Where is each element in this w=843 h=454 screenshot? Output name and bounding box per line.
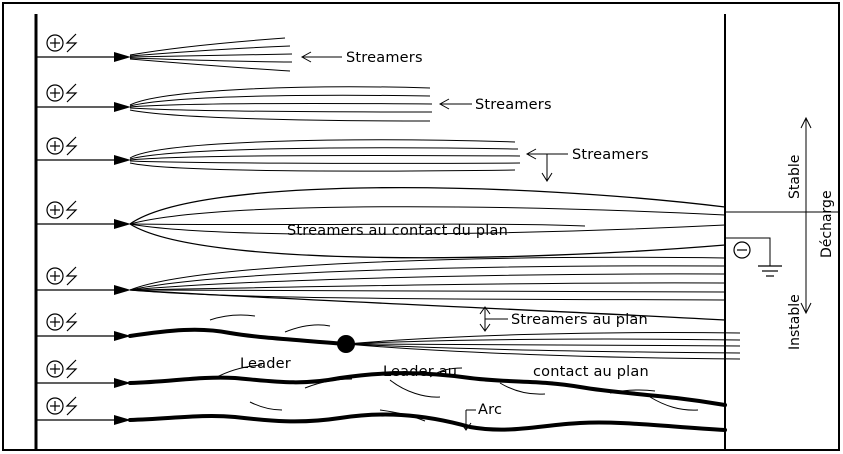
rod-tip-arrowhead <box>114 155 131 165</box>
label-streamers-1: Streamers <box>346 50 423 66</box>
arc-row-8 <box>128 401 727 432</box>
label-leader: Leader <box>240 356 291 372</box>
leader-row-6 <box>128 314 741 360</box>
label-arrows <box>300 51 568 431</box>
label-streamers-3: Streamers <box>572 147 649 163</box>
positive-tip-symbol-icon <box>46 266 78 286</box>
positive-tip-symbol-icon <box>46 33 78 53</box>
rod-tip-arrowhead <box>114 331 131 341</box>
positive-tip-symbol-icon <box>46 83 78 103</box>
positive-tip-symbol-icon <box>46 312 78 332</box>
streamers-row-4-contact <box>129 186 838 259</box>
rod-tip-arrowhead <box>114 102 131 112</box>
label-arc: Arc <box>478 402 502 418</box>
stability-axis <box>800 116 812 315</box>
label-leader-au: Leader au <box>383 364 457 380</box>
positive-tip-symbol-icon <box>46 136 78 156</box>
electrode-rods <box>36 33 131 425</box>
label-streamers-2: Streamers <box>475 97 552 113</box>
streamers-row-3 <box>129 139 521 172</box>
label-streamers-au-plan: Streamers au plan <box>511 312 648 328</box>
rod-tip-arrowhead <box>114 52 131 62</box>
leader-row-7 <box>128 364 727 411</box>
rod-tip-arrowhead <box>114 285 131 295</box>
label-instable: Instable <box>787 294 803 350</box>
rod-tip-arrowhead <box>114 378 131 388</box>
positive-tip-symbol-icon <box>46 359 78 379</box>
rod-tip-arrowhead <box>114 415 131 425</box>
positive-tip-symbol-icon <box>46 396 78 416</box>
streamers-row-1 <box>129 37 293 72</box>
label-contact-au-plan: contact au plan <box>533 364 649 380</box>
label-decharge: Décharge <box>819 190 835 258</box>
streamers-row-5 <box>129 256 726 321</box>
negative-plane-symbol <box>725 237 782 277</box>
label-streamers-contact: Streamers au contact du plan <box>287 223 508 239</box>
minus-circle-icon <box>733 241 751 259</box>
rod-tip-arrowhead <box>114 219 131 229</box>
streamers-row-2 <box>129 86 433 122</box>
positive-tip-symbol-icon <box>46 200 78 220</box>
label-stable: Stable <box>787 155 803 199</box>
